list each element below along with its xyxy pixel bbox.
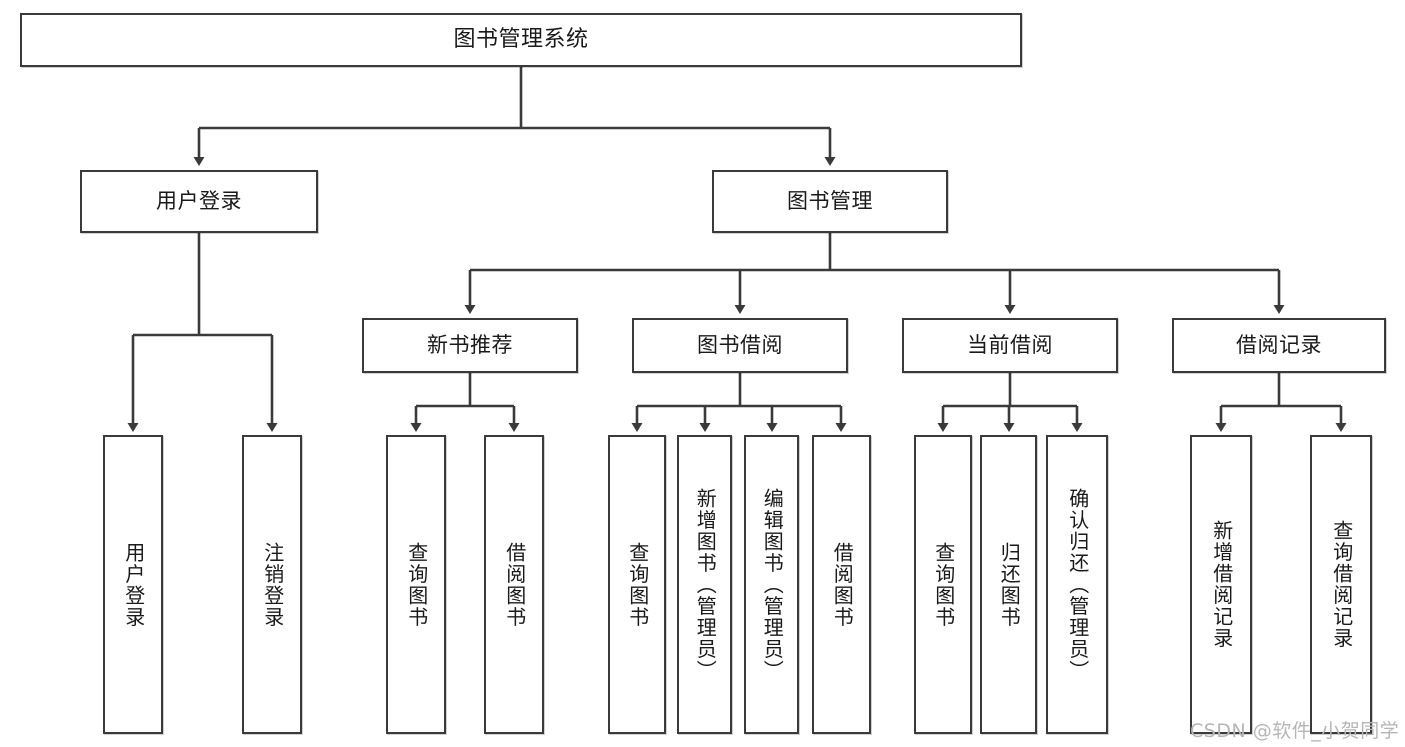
node-label: 借阅图书 <box>502 541 527 628</box>
leaf-confirm-return-admin[interactable]: 确认归还（管理员） <box>1046 435 1108 734</box>
node-label: 新增图书（管理员） <box>693 487 718 682</box>
node-label: 查询图书 <box>404 541 429 628</box>
node-label: 查询图书 <box>931 541 956 628</box>
leaf-add-borrow-record[interactable]: 新增借阅记录 <box>1190 435 1252 734</box>
leaf-user-login[interactable]: 用户登录 <box>103 435 163 734</box>
leaf-return-books[interactable]: 归还图书 <box>980 435 1037 734</box>
leaf-edit-book-admin[interactable]: 编辑图书（管理员） <box>744 435 799 734</box>
node-current-borrow[interactable]: 当前借阅 <box>902 318 1118 373</box>
node-label: 注销登录 <box>260 541 285 628</box>
node-label: 借阅图书 <box>830 541 855 628</box>
node-label: 确认归还（管理员） <box>1065 487 1090 682</box>
node-label: 图书管理系统 <box>453 26 589 52</box>
node-label: 当前借阅 <box>967 332 1053 357</box>
node-label: 用户登录 <box>156 188 242 213</box>
node-label: 查询图书 <box>625 541 650 628</box>
node-root[interactable]: 图书管理系统 <box>20 13 1022 67</box>
node-new-book-recommend[interactable]: 新书推荐 <box>362 318 578 373</box>
node-user-login[interactable]: 用户登录 <box>80 170 318 233</box>
leaf-query-books-recommend[interactable]: 查询图书 <box>386 435 446 734</box>
leaf-logout[interactable]: 注销登录 <box>242 435 302 734</box>
node-label: 编辑图书（管理员） <box>760 487 785 682</box>
leaf-borrow-books-recommend[interactable]: 借阅图书 <box>484 435 544 734</box>
leaf-add-book-admin[interactable]: 新增图书（管理员） <box>677 435 732 734</box>
node-borrow-record[interactable]: 借阅记录 <box>1172 318 1386 373</box>
node-label: 用户登录 <box>121 541 146 628</box>
node-label: 查询借阅记录 <box>1329 520 1354 649</box>
leaf-borrow-books-borrow[interactable]: 借阅图书 <box>812 435 871 734</box>
leaf-query-books-current[interactable]: 查询图书 <box>914 435 972 734</box>
node-label: 归还图书 <box>997 541 1022 628</box>
leaf-query-borrow-record[interactable]: 查询借阅记录 <box>1310 435 1372 734</box>
node-label: 新增借阅记录 <box>1209 520 1234 649</box>
node-label: 新书推荐 <box>427 332 513 357</box>
node-label: 图书借阅 <box>697 332 783 357</box>
node-label: 图书管理 <box>787 188 873 213</box>
node-book-borrow[interactable]: 图书借阅 <box>632 318 848 373</box>
leaf-query-books-borrow[interactable]: 查询图书 <box>608 435 666 734</box>
node-label: 借阅记录 <box>1236 332 1322 357</box>
node-book-management[interactable]: 图书管理 <box>712 170 948 233</box>
watermark: CSDN @软件_小贺同学 <box>1190 720 1400 742</box>
